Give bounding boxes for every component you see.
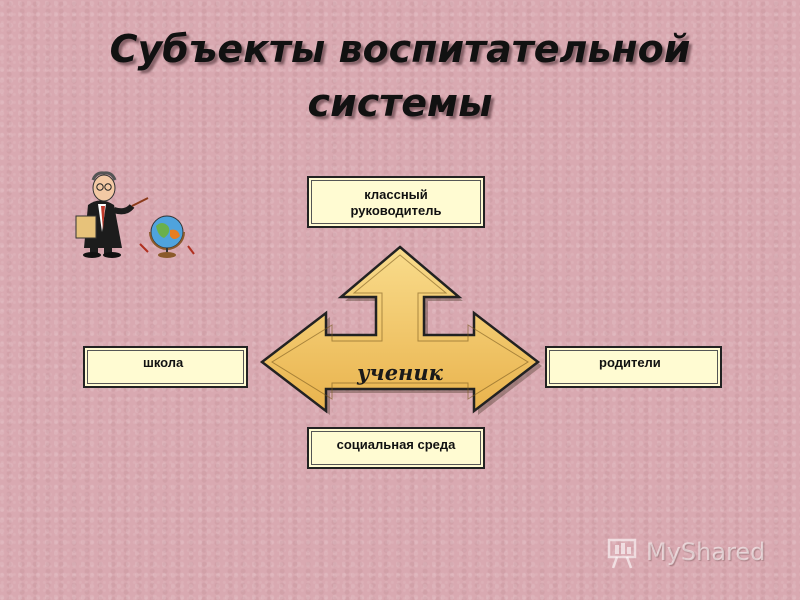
box-social-environment-label: социальная среда bbox=[336, 437, 456, 452]
box-class-teacher-line1: классный bbox=[364, 187, 428, 202]
watermark: MyShared bbox=[606, 536, 776, 572]
box-class-teacher-line2: руководитель bbox=[350, 203, 442, 218]
three-way-arrow bbox=[259, 245, 541, 414]
arrow-inner-outline bbox=[271, 254, 529, 400]
slide-title: Субъекты воспитательной системы bbox=[0, 22, 800, 130]
teacher-illustration bbox=[75, 171, 195, 258]
box-school-label: школа bbox=[143, 355, 184, 370]
watermark-text: MyShared bbox=[646, 538, 766, 566]
center-label-student: ученик bbox=[357, 360, 443, 385]
presentation-icon bbox=[607, 538, 637, 569]
box-social-environment: социальная среда bbox=[307, 427, 485, 469]
title-line-2: системы bbox=[307, 81, 493, 125]
box-parents-label: родители bbox=[599, 355, 661, 370]
title-line-1: Субъекты воспитательной bbox=[109, 27, 691, 71]
box-parents: родители bbox=[545, 346, 722, 388]
box-school: школа bbox=[83, 346, 248, 388]
box-class-teacher: классный руководитель bbox=[307, 176, 485, 228]
